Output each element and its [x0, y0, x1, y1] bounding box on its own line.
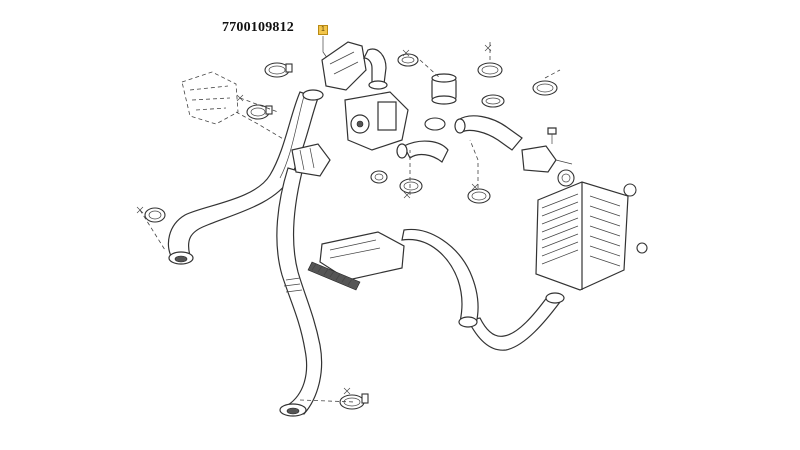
- hose-connector-fitting[interactable]: [291, 143, 331, 177]
- reducer-fitting[interactable]: [431, 73, 457, 105]
- hose-clamp-10[interactable]: [467, 188, 491, 204]
- intake-manifold-outline: [181, 71, 286, 141]
- intercooler[interactable]: [535, 181, 648, 291]
- throttle-body[interactable]: [344, 91, 409, 151]
- air-filter-element[interactable]: [307, 261, 361, 291]
- callout-marker[interactable]: 1: [318, 25, 328, 35]
- vertical-charge-hose[interactable]: [276, 167, 323, 417]
- intercooler-inlet-hose[interactable]: [454, 115, 523, 151]
- bolt[interactable]: [547, 127, 557, 144]
- hose-clamp-1[interactable]: [264, 62, 293, 78]
- hose-clamp-3[interactable]: [144, 207, 166, 223]
- boost-sensor[interactable]: [521, 145, 575, 187]
- hose-clamp-6[interactable]: [477, 62, 503, 78]
- upper-pipe-elbow[interactable]: [302, 41, 367, 101]
- intercooler-outlet-hose[interactable]: [467, 292, 565, 351]
- elbow-hose-upper[interactable]: [363, 48, 388, 90]
- hose-clamp-8[interactable]: [481, 94, 505, 108]
- leader-x-marks: [136, 44, 492, 395]
- air-intake-duct[interactable]: [319, 228, 479, 328]
- hose-clamp-2[interactable]: [246, 104, 273, 120]
- hose-clamp-7[interactable]: [532, 80, 558, 96]
- short-bent-hose[interactable]: [396, 140, 449, 163]
- part-number-label: 7700109812: [222, 20, 294, 35]
- leader-lines: [139, 40, 561, 403]
- hose-clamp-12[interactable]: [424, 117, 446, 131]
- hose-clamp-5[interactable]: [397, 53, 419, 67]
- hose-clamp-11[interactable]: [370, 170, 388, 184]
- hose-clamp-9[interactable]: [399, 178, 423, 194]
